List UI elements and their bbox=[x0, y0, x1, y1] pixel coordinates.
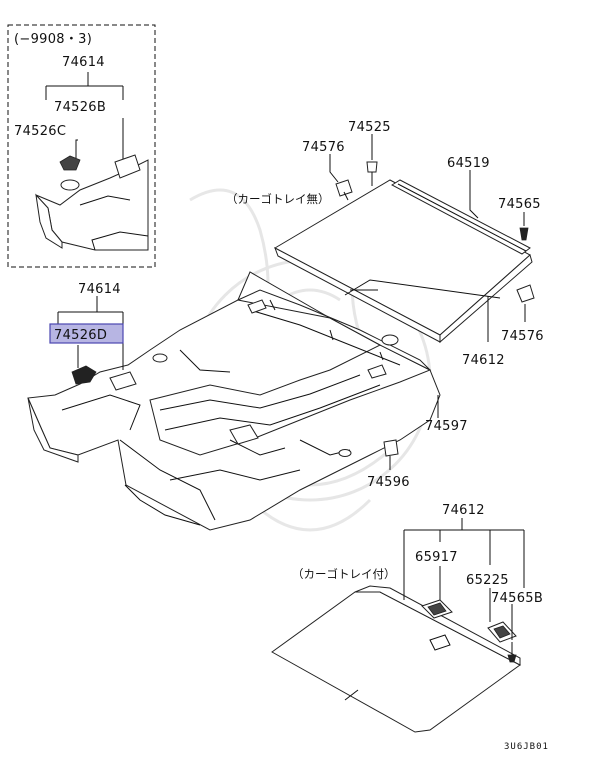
inset-label-74526b: 74526B bbox=[54, 100, 106, 115]
clip-74526d bbox=[71, 365, 97, 385]
note-with-cargo-tray: （カーゴトレイ付） bbox=[292, 567, 396, 581]
label-74614: 74614 bbox=[78, 282, 121, 297]
label-74565b: 74565B bbox=[491, 591, 543, 606]
note-without-cargo-tray: （カーゴトレイ無） bbox=[226, 192, 330, 206]
label-74612-top: 74612 bbox=[462, 353, 505, 368]
label-74565: 74565 bbox=[498, 197, 541, 212]
label-74576-right: 74576 bbox=[501, 329, 544, 344]
label-65225: 65225 bbox=[466, 573, 509, 588]
clip-74576-top bbox=[335, 179, 353, 197]
cargo-board-74612 bbox=[273, 179, 533, 344]
label-65917: 65917 bbox=[415, 550, 458, 565]
label-74576-top: 74576 bbox=[302, 140, 345, 155]
label-74596: 74596 bbox=[367, 475, 410, 490]
inset-label-74614: 74614 bbox=[62, 55, 105, 70]
clip-74576-right bbox=[516, 284, 535, 303]
inset-date-range: (−9908・3) bbox=[14, 32, 92, 47]
fasteners bbox=[335, 161, 535, 464]
highlight-74526d bbox=[49, 323, 124, 344]
label-74597: 74597 bbox=[425, 419, 468, 434]
label-74612-bottom: 74612 bbox=[442, 503, 485, 518]
inset-box: (−9908・3) 74614 74526B 74526C bbox=[7, 24, 156, 268]
screw-74565 bbox=[519, 227, 529, 241]
diagram-code: 3U6JB01 bbox=[504, 742, 549, 752]
label-74526d: 74526D bbox=[54, 328, 107, 343]
grommet-74526c bbox=[60, 179, 80, 191]
label-74525: 74525 bbox=[348, 120, 391, 135]
cargo-tray-74612 bbox=[271, 585, 521, 733]
leader-lines bbox=[57, 134, 526, 640]
clip-74596 bbox=[383, 439, 399, 457]
clip-74525 bbox=[366, 161, 378, 173]
floor-carpet-74597 bbox=[27, 271, 441, 531]
inset-label-74526c: 74526C bbox=[14, 124, 66, 139]
clip-74526c bbox=[59, 155, 81, 171]
label-64519: 64519 bbox=[447, 156, 490, 171]
